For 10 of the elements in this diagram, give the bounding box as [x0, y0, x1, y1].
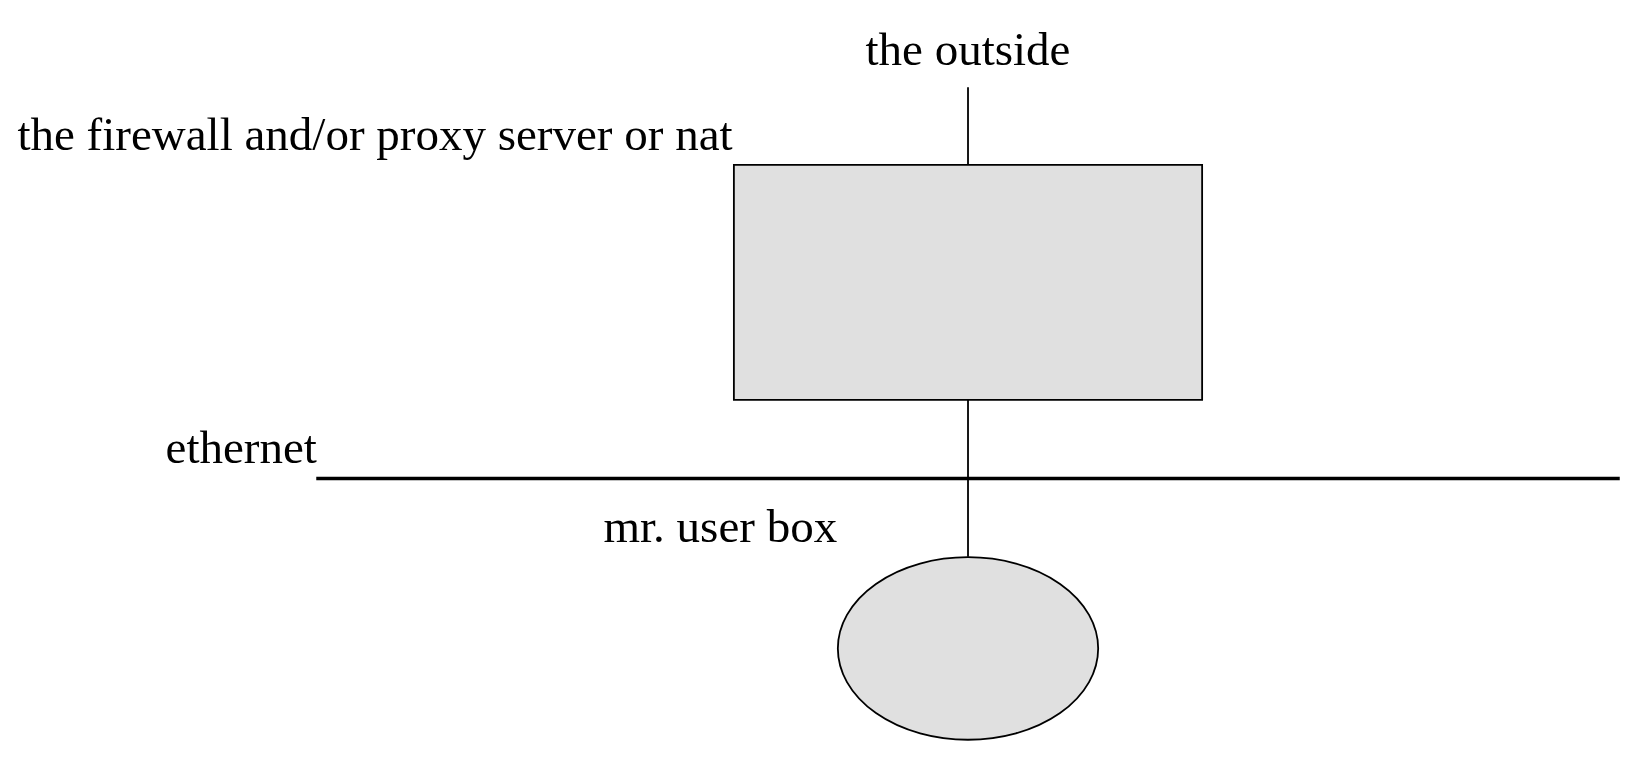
node-text: the outside	[865, 22, 1071, 75]
node-label: ethernet	[165, 420, 317, 473]
connector	[967, 398, 969, 478]
connector	[967, 85, 969, 165]
node-label: the firewall and/or proxy server or nat	[17, 107, 733, 160]
node-ellipse	[836, 555, 1100, 741]
node-label: mr. user box	[603, 499, 838, 552]
connector	[967, 478, 969, 558]
node-box	[733, 163, 1204, 401]
node-bar	[316, 476, 1620, 480]
